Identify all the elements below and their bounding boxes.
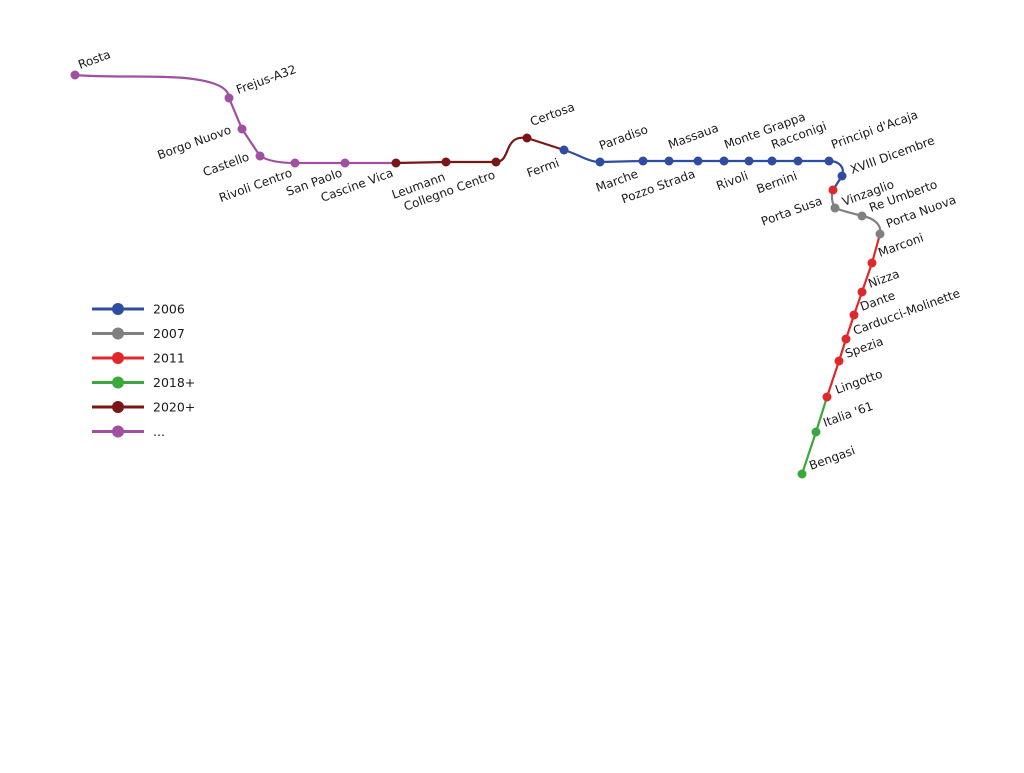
station-dot-rivoli — [744, 156, 754, 166]
station-dot-castello — [255, 151, 265, 161]
legend-marker — [112, 327, 124, 340]
legend-label: 2020+ — [153, 400, 195, 415]
segment-fermi-paradiso — [562, 148, 602, 164]
station-dot-rosta — [70, 70, 80, 80]
station-dot-carducci-molinette — [841, 334, 851, 344]
station-label-borgo-nuovo: Borgo Nuovo — [155, 123, 233, 163]
station-label-bernini: Bernini — [755, 169, 799, 197]
legend: 2006 2007 2011 2018+ 2020+... — [92, 302, 195, 439]
station-dot-monte-grappa — [719, 156, 729, 166]
station-dot-bengasi — [797, 469, 807, 479]
legend-item-5: ... — [92, 424, 165, 439]
station-label-rivoli: Rivoli — [714, 169, 750, 193]
station-dot-frejus — [224, 93, 234, 103]
station-label-fermi: Fermi — [525, 156, 561, 181]
station-dot-dante — [849, 310, 859, 320]
legend-item-3: 2018+ — [92, 375, 195, 390]
station-dot-paradiso — [595, 157, 605, 167]
segment-borgo-nuovo-castello — [240, 127, 262, 158]
station-dot-italia-61 — [811, 427, 821, 437]
legend-label: ... — [153, 424, 165, 439]
station-dot-pozzo-strada — [693, 156, 703, 166]
segment-cascine-vica-leumann — [394, 160, 448, 165]
station-dot-vinzaglio — [830, 203, 840, 213]
station-dot-lingotto — [822, 392, 832, 402]
station-dot-porta-susa — [828, 185, 838, 195]
station-dot-cascine-vica — [391, 158, 401, 168]
station-dot-racconigi — [767, 156, 777, 166]
station-dot-leumann — [441, 157, 451, 167]
station-dot-certosa — [522, 133, 532, 143]
segment-rosta-frejus — [73, 73, 231, 100]
legend-marker — [112, 376, 124, 389]
legend-item-2: 2011 — [92, 351, 185, 366]
station-dot-bernini — [793, 156, 803, 166]
segment-italia-61-bengasi — [800, 430, 818, 476]
station-dot-principi-acaja — [824, 156, 834, 166]
station-label-paradiso: Paradiso — [597, 122, 650, 153]
station-dot-rivoli-centro — [290, 158, 300, 168]
station-label-lingotto: Lingotto — [833, 367, 884, 397]
segment-spezia-lingotto — [825, 359, 841, 399]
station-label-rivoli-centro: Rivoli Centro — [217, 166, 294, 205]
legend-marker — [112, 401, 124, 413]
station-dot-porta-nuova — [875, 229, 885, 239]
station-label-nizza: Nizza — [866, 267, 901, 291]
legend-label: 2011 — [153, 351, 185, 366]
legend-label: 2018+ — [153, 375, 195, 390]
station-label-italia-61: Italia '61 — [821, 399, 875, 430]
segment-marconi-nizza — [860, 261, 874, 294]
legend-marker — [112, 303, 124, 315]
segment-lingotto-italia-61 — [814, 395, 829, 434]
stations — [70, 70, 885, 479]
station-dot-collegno-centro — [491, 157, 501, 167]
station-dot-massaua — [664, 156, 674, 166]
station-dot-borgo-nuovo — [237, 124, 247, 134]
segment-porta-nuova-marconi — [870, 232, 882, 265]
station-dot-marconi — [867, 258, 877, 268]
station-dot-fermi — [559, 145, 569, 155]
station-dot-re-umberto — [857, 211, 867, 221]
legend-label: 2007 — [153, 326, 185, 341]
station-dot-san-paolo — [340, 158, 350, 168]
segment-paradiso-marche — [598, 159, 645, 164]
segment-certosa-fermi — [525, 136, 566, 152]
segment-frejus-borgo-nuovo — [227, 96, 244, 131]
legend-item-1: 2007 — [92, 326, 185, 341]
station-dot-marche — [638, 156, 648, 166]
segment-collegno-centro-certosa — [494, 136, 529, 164]
station-label-rosta: Rosta — [76, 47, 112, 72]
station-label-porta-susa: Porta Susa — [759, 194, 824, 229]
legend-marker — [112, 425, 124, 438]
legend-item-0: 2006 — [92, 302, 185, 317]
station-dot-nizza — [857, 287, 867, 297]
segment-castello-rivoli-centro — [258, 154, 297, 165]
station-label-frejus: Frejus-A32 — [234, 62, 298, 97]
station-label-massaua: Massaua — [666, 121, 720, 152]
legend-item-4: 2020+ — [92, 400, 195, 415]
legend-label: 2006 — [153, 302, 185, 317]
station-dot-xviii-dicembre — [837, 171, 847, 181]
station-dot-spezia — [834, 356, 844, 366]
legend-marker — [112, 352, 124, 364]
station-label-castello: Castello — [201, 150, 251, 180]
station-label-bengasi: Bengasi — [807, 443, 857, 472]
station-label-certosa: Certosa — [528, 100, 576, 129]
